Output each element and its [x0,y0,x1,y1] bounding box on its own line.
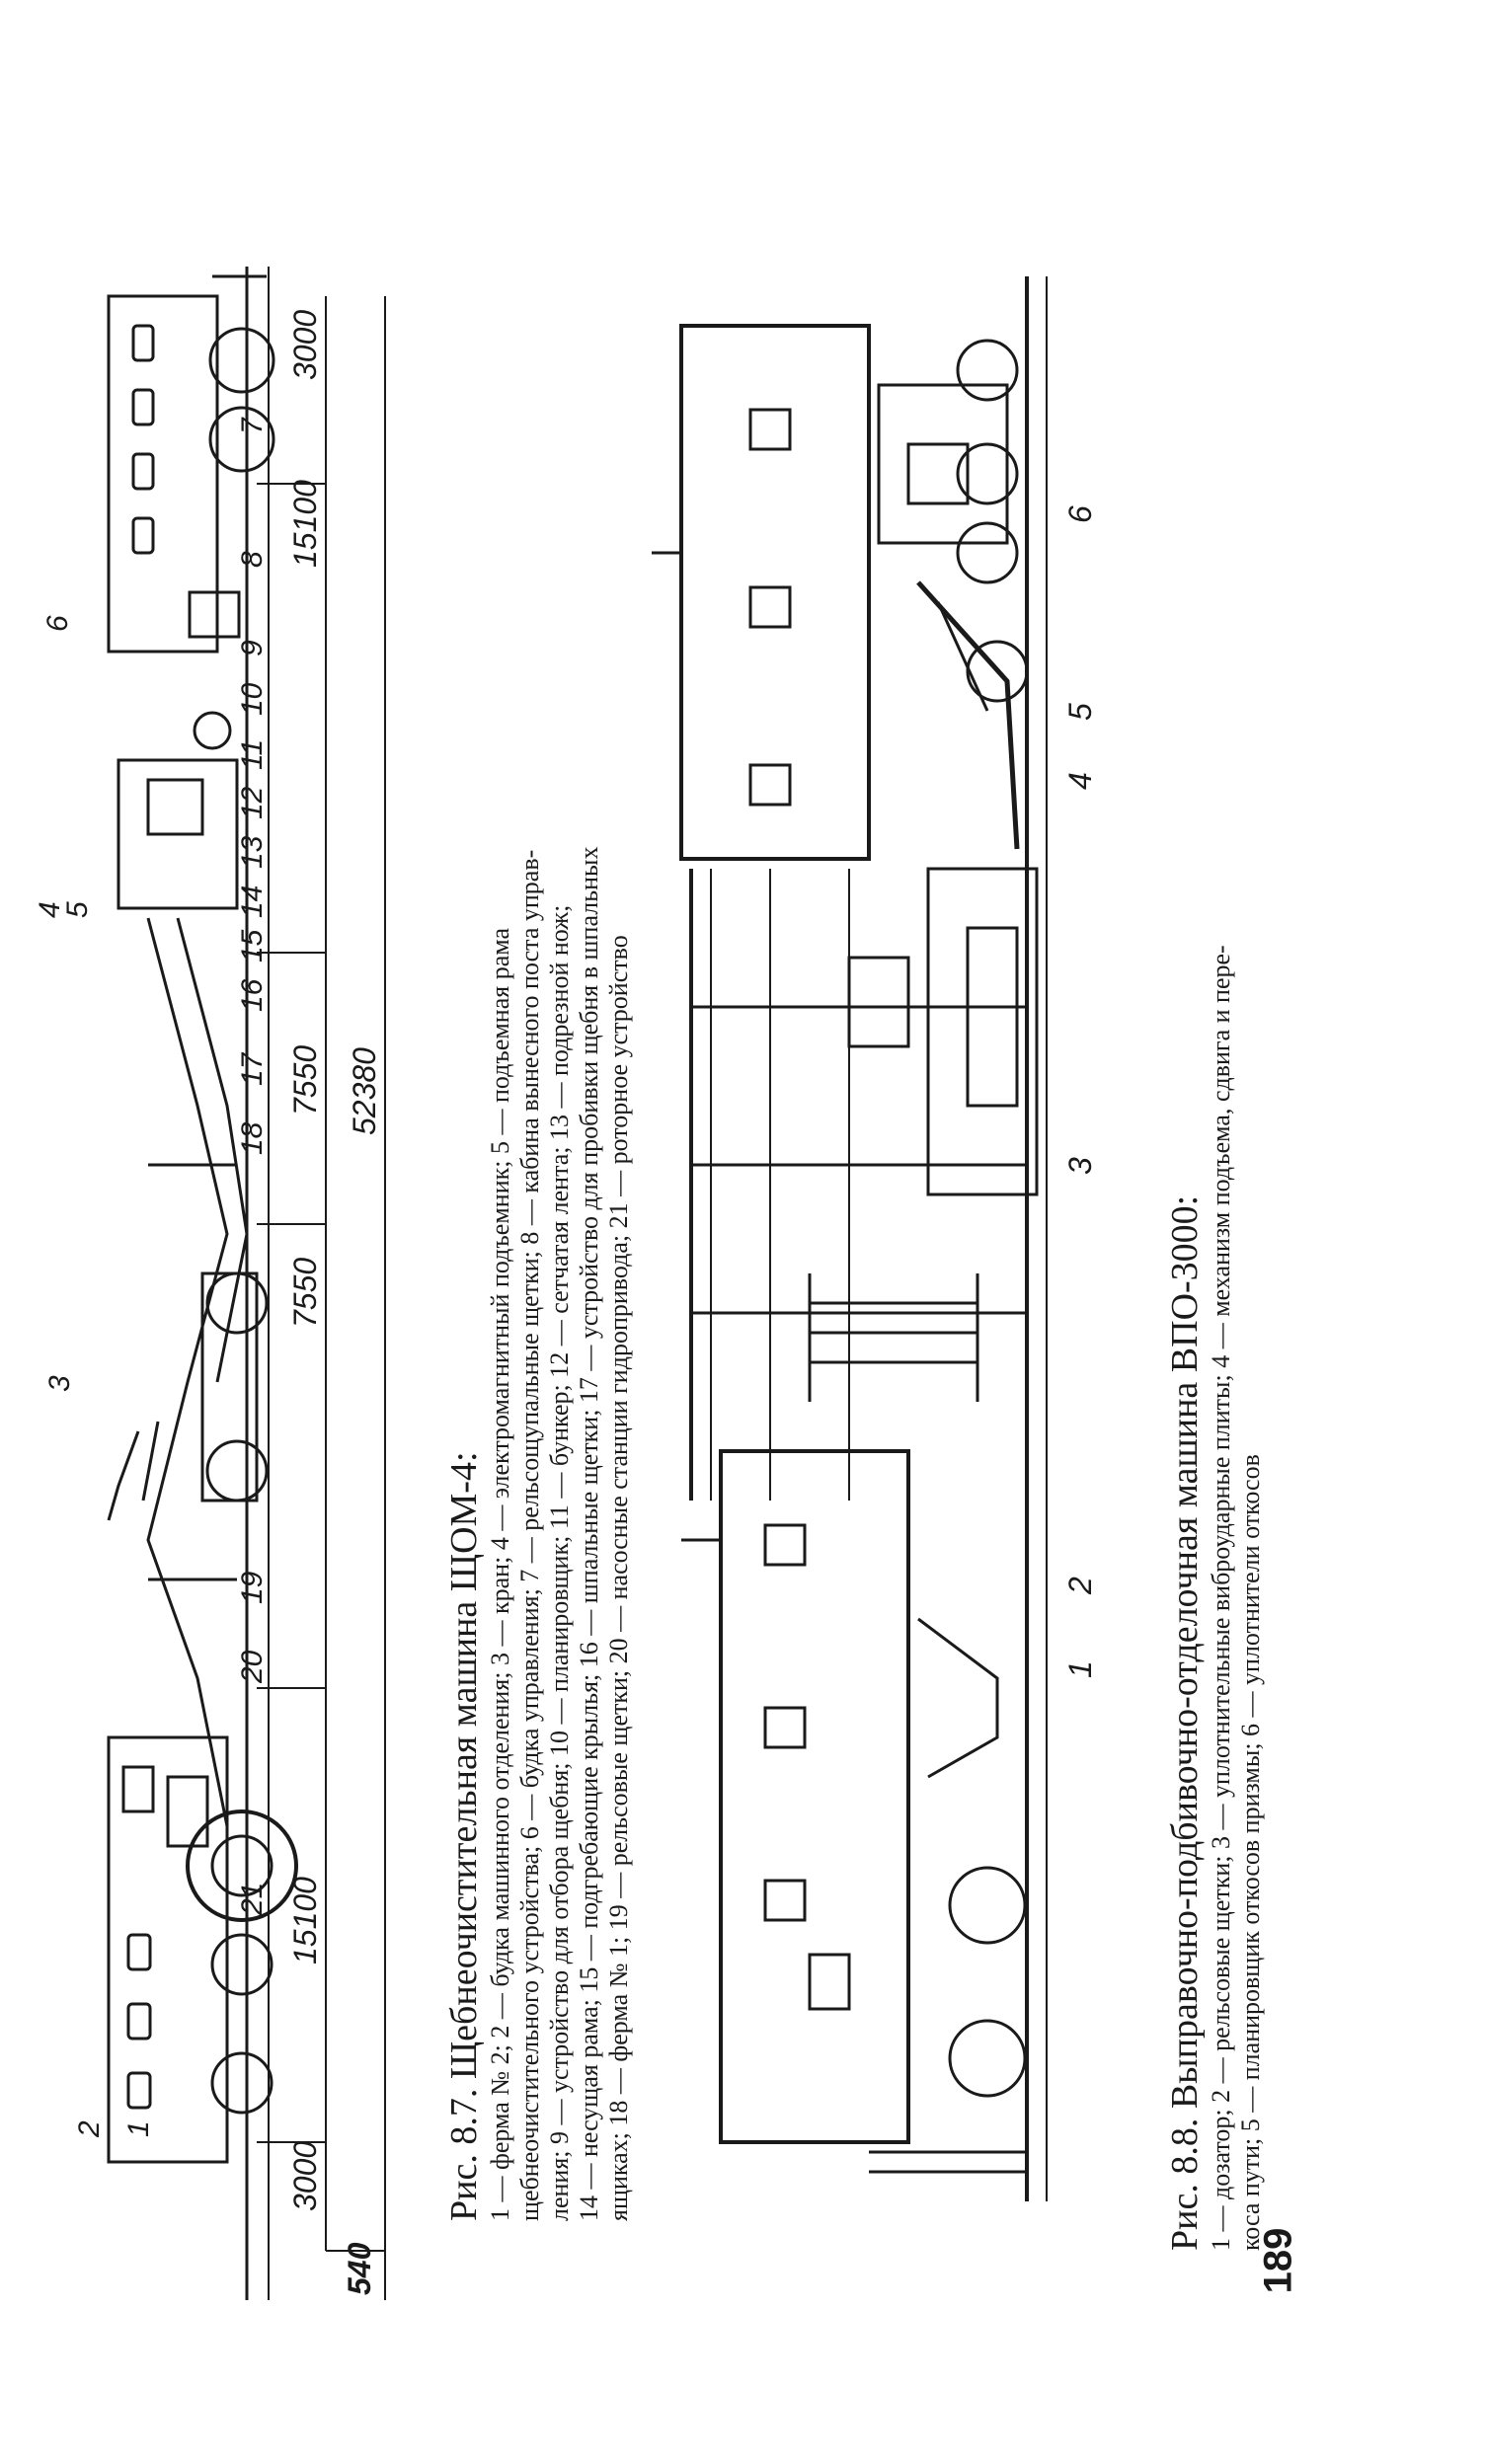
callout-2: 2 [73,2120,106,2138]
callout-1: 1 [122,2120,155,2137]
legend-line: коса пути; 5 — планировщик откосов призм… [1236,1454,1265,2251]
dim-52380: 52380 [347,1047,382,1135]
callout-10: 10 [236,682,269,716]
figure-8-7-legend: 1 — ферма № 2; 2 — будка машинного отдел… [486,286,634,2221]
figure-8-7-title: Рис. 8.7. Щебнеочистительная машина ЩОМ-… [443,1451,485,2221]
legend-line: ящиках; 18 — ферма № 1; 19 — рельсовые щ… [604,935,633,2221]
vpo-callout-4: 4 [1062,772,1098,790]
figure-8-8-caption: Рис. 8.8. Выправочно-подбивочно-отделочн… [1163,316,1266,2251]
callout-9: 9 [236,640,269,656]
callout-19: 19 [236,1571,269,1604]
callout-6: 6 [41,615,74,632]
dim-3000-bot: 3000 [287,2141,323,2211]
vpo-callout-5: 5 [1062,703,1098,721]
callout-13: 13 [236,835,269,869]
callout-15: 15 [236,929,269,962]
shom4-machine-drawing [107,267,386,2300]
callout-5: 5 [61,901,94,918]
vpo-callout-3: 3 [1062,1157,1098,1175]
callout-12: 12 [236,786,269,819]
callout-3: 3 [43,1375,76,1392]
legend-line: 1 — ферма № 2; 2 — будка машинного отдел… [486,927,514,2221]
callout-11: 11 [236,739,269,770]
legend-line: щебнеочистительного устройства; 6 — будк… [515,849,544,2221]
dim-3000-top: 3000 [287,310,323,380]
vpo-callout-1: 1 [1062,1660,1098,1678]
callout-7: 7 [236,417,269,434]
callout-18: 18 [236,1121,269,1155]
legend-line: 1 — дозатор; 2 — рельсовые щетки; 3 — уп… [1207,945,1235,2251]
callout-17: 17 [236,1051,269,1086]
dim-15100-bot: 15100 [287,1877,323,1964]
legend-line: ления; 9 — устройство для отбора щебня; … [545,904,574,2221]
figure-8-7-caption: Рис. 8.7. Щебнеочистительная машина ЩОМ-… [442,286,634,2221]
figure-8-8-title: Рис. 8.8. Выправочно-подбивочно-отделочн… [1164,1194,1206,2251]
dim-15100-top: 15100 [287,480,323,568]
legend-line: 14 — несущая рама; 15 — подгребающие кры… [575,846,603,2221]
dim-7550-b: 7550 [287,1258,323,1328]
callout-8: 8 [236,551,269,568]
dim-7550-a: 7550 [287,1045,323,1116]
dim-540: 540 [342,2242,377,2295]
callout-21: 21 [236,1883,269,1916]
vpo-callout-6: 6 [1062,505,1098,523]
callout-16: 16 [236,978,269,1012]
vpo3000-machine-drawing [652,276,1048,2201]
vpo-callout-2: 2 [1062,1577,1098,1595]
callout-4: 4 [34,901,66,918]
figure-8-8-legend: 1 — дозатор; 2 — рельсовые щетки; 3 — уп… [1207,316,1266,2251]
callout-14: 14 [236,886,269,918]
page-number: 189 [1256,2227,1300,2294]
callout-20: 20 [236,1650,269,1684]
